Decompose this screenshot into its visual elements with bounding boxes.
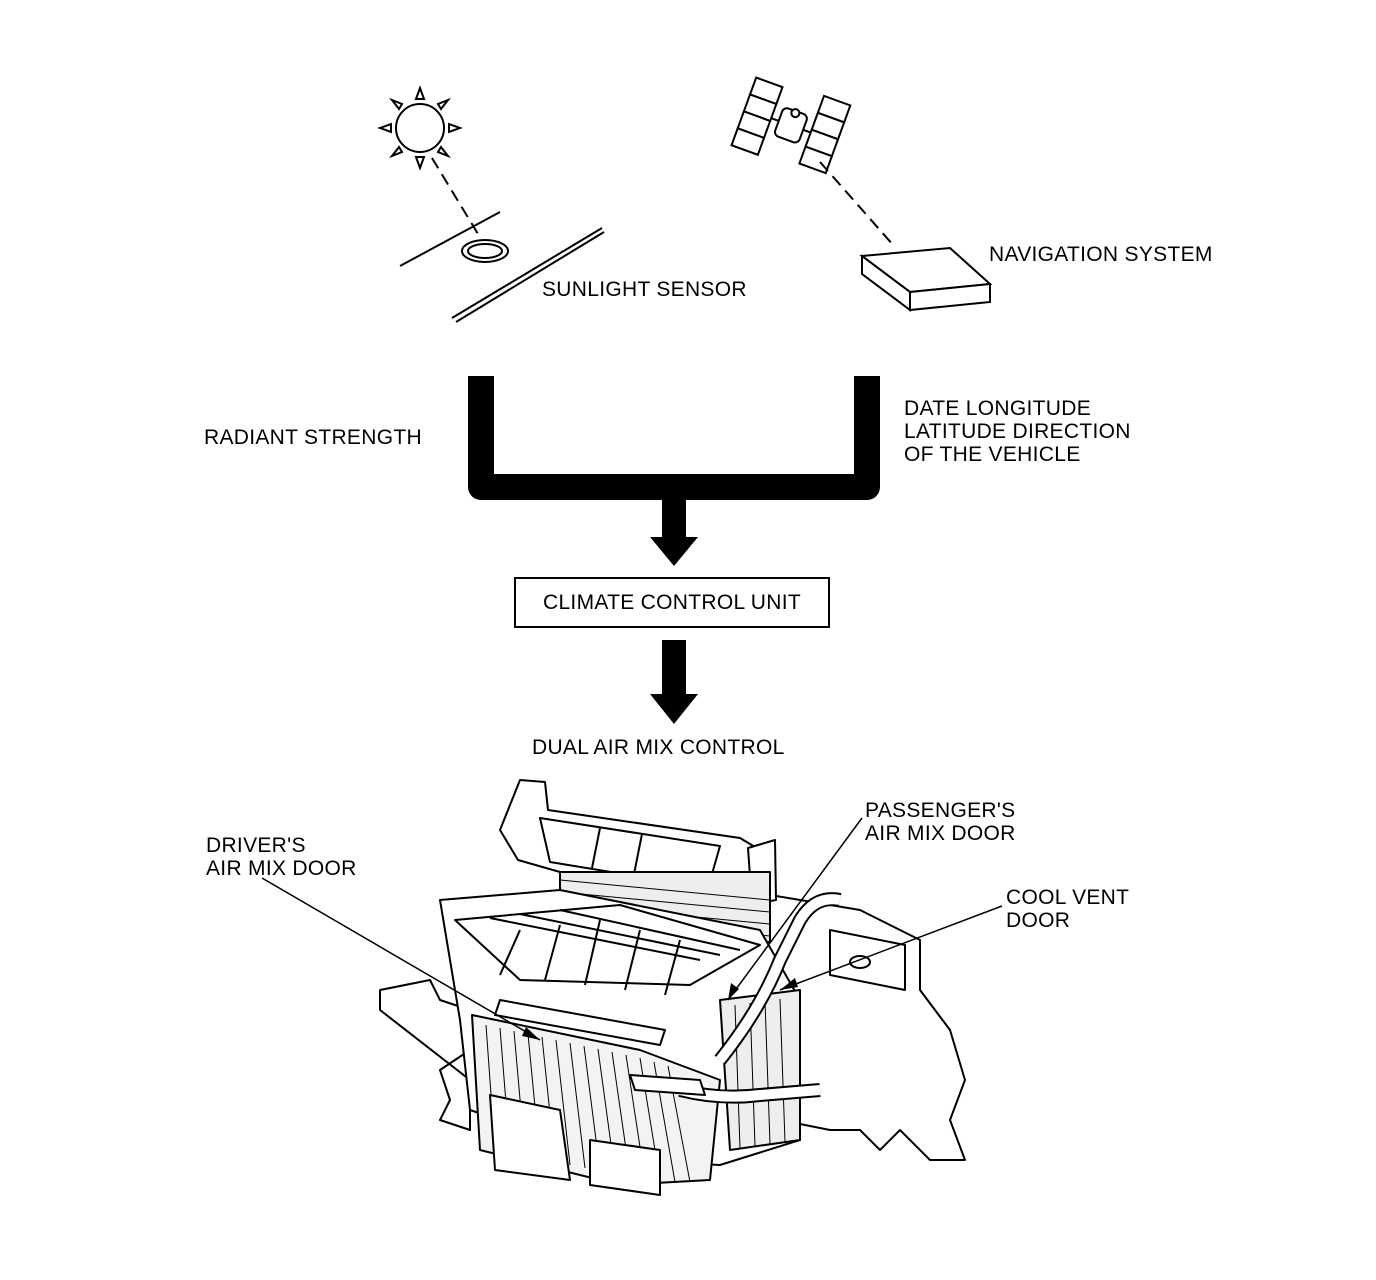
nav-data-label-line2: LATITUDE DIRECTION xyxy=(904,420,1131,443)
navigation-unit-icon xyxy=(859,246,993,312)
radiant-strength-label: RADIANT STRENGTH xyxy=(204,426,422,449)
cool-vent-door-label-line1: COOL VENT xyxy=(1006,886,1130,909)
dual-air-mix-control-label: DUAL AIR MIX CONTROL xyxy=(532,736,785,759)
climate-control-unit-label: CLIMATE CONTROL UNIT xyxy=(542,590,801,614)
nav-data-label-line1: DATE LONGITUDE xyxy=(904,397,1091,420)
leader-arrowheads xyxy=(522,978,798,1040)
passengers-air-mix-door-label-line1: PASSENGER'S xyxy=(865,799,1016,822)
drivers-air-mix-door-label-line1: DRIVER'S xyxy=(206,834,306,857)
cool-vent-door-label-line2: DOOR xyxy=(1006,909,1071,932)
arrow-to-air-mix xyxy=(650,640,698,724)
climate-control-unit-box: CLIMATE CONTROL UNIT xyxy=(514,577,830,628)
passengers-air-mix-door-label-line2: AIR MIX DOOR xyxy=(865,822,1016,845)
sun-icon xyxy=(377,85,479,235)
signal-flow-bracket xyxy=(468,376,880,539)
arrow-to-climate-unit xyxy=(650,537,698,566)
satellite-icon xyxy=(730,76,895,247)
sunlight-sensor-label: SUNLIGHT SENSOR xyxy=(542,278,747,301)
drivers-air-mix-door-label-line2: AIR MIX DOOR xyxy=(206,857,357,880)
hvac-unit-illustration xyxy=(379,779,966,1196)
nav-data-label-line3: OF THE VEHICLE xyxy=(904,443,1081,466)
leader-lines xyxy=(261,817,1003,1041)
sunlight-sensor-icon xyxy=(399,211,605,323)
navigation-system-label: NAVIGATION SYSTEM xyxy=(989,243,1213,266)
